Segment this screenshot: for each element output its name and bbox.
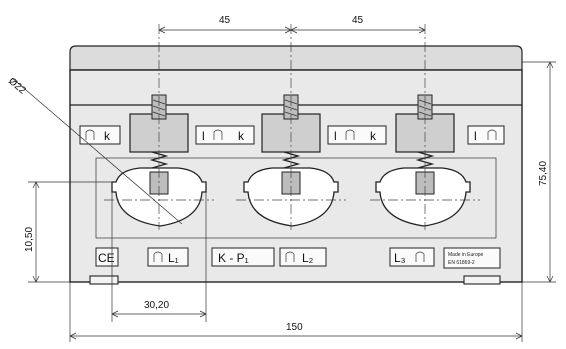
svg-text:EN 61869-2: EN 61869-2 — [448, 260, 475, 266]
terminal-labels-bottom: CE L₁ K - P₁ L₂ L₃ Made in Europe EN 618… — [95, 247, 501, 269]
mounting-feet — [89, 275, 501, 285]
diameter-label: Ø22 — [6, 76, 28, 97]
terminal-L2-label: L₂ — [302, 251, 314, 265]
terminal-l2-label: l — [334, 129, 337, 143]
nameplate — [443, 247, 501, 269]
terminal-k1-label: k — [104, 129, 111, 143]
terminal-k3-label: k — [370, 129, 377, 143]
terminal-L3-label: L₃ — [394, 251, 406, 265]
height-total-label: 75,40 — [538, 161, 549, 186]
ce-mark: CE — [98, 251, 115, 265]
primary-windows — [111, 167, 471, 227]
terminal-L1-label: L₁ — [168, 251, 179, 265]
pitch-left-label: 45 — [219, 15, 231, 26]
terminal-l1-label: l — [202, 129, 205, 143]
svg-text:Made in Europe: Made in Europe — [448, 252, 484, 258]
width-total-label: 150 — [286, 322, 303, 333]
dimension-pitch: 45 45 — [158, 15, 426, 34]
terminal-labels-top: k l k l k l — [79, 125, 505, 145]
window-height-label: 10,50 — [24, 227, 35, 252]
dimension-height-total: 75,40 — [522, 61, 556, 283]
terminal-l3-label: l — [474, 129, 477, 143]
dimension-window-width: 30,20 — [111, 192, 207, 322]
dimension-width-total: 150 — [69, 282, 523, 342]
window-width-label: 30,20 — [144, 300, 169, 311]
terminal-k2-label: k — [238, 129, 245, 143]
center-lines — [104, 24, 480, 230]
inner-panel — [95, 157, 497, 239]
terminal-kp1-label: K - P₁ — [218, 251, 249, 265]
dimension-window-height: 10,50 — [24, 181, 112, 283]
pitch-right-label: 45 — [352, 15, 364, 26]
